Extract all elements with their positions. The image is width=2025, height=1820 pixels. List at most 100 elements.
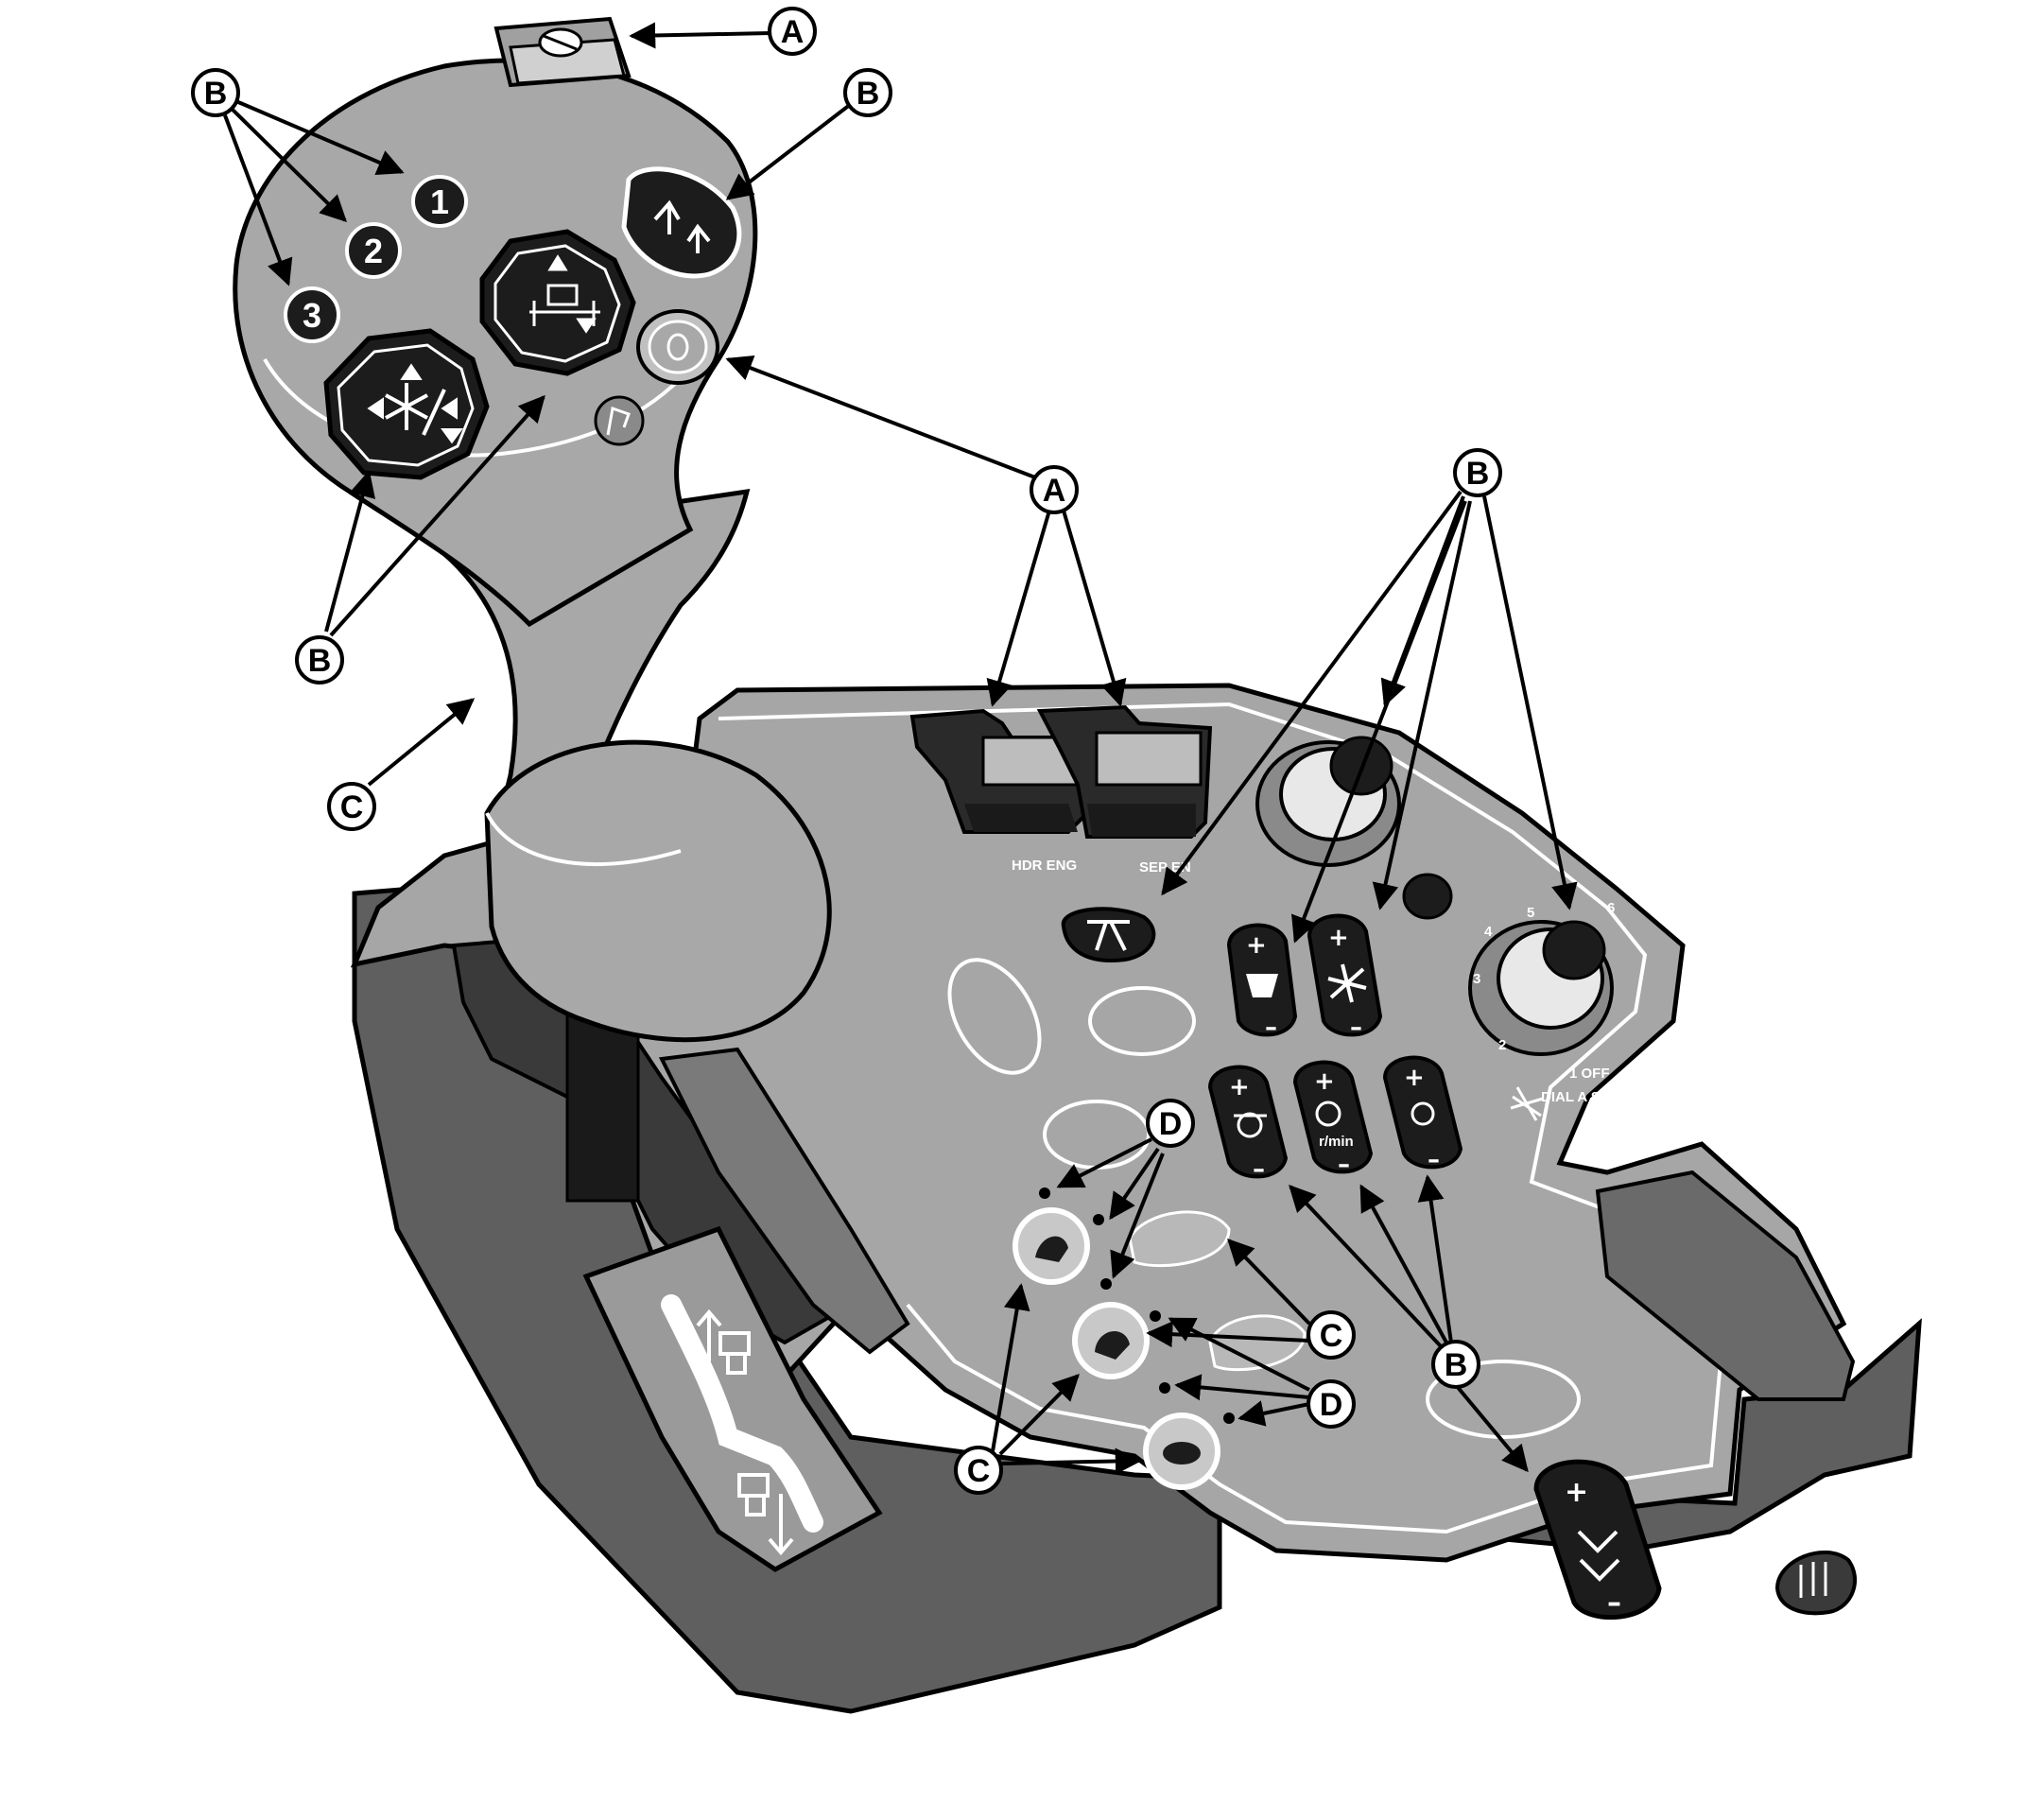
speed-dial-marks: 2 3 4 5 6 [1473,900,1615,1053]
preset-button-1-label: 1 [430,182,449,221]
rabbit-speed-button[interactable] [1012,1207,1090,1285]
svg-text:B: B [308,643,332,679]
speed-mark-3: 3 [1473,971,1480,987]
callout-leaders [223,22,1578,1475]
callout-c-right: C [1307,1310,1356,1360]
concave-minus: – [1253,1155,1265,1184]
svg-text:B: B [1466,456,1490,492]
header-engage-label: HDR ENG [1012,858,1077,874]
dial-speed-icon [1510,1086,1544,1121]
svg-text:C: C [340,789,364,825]
engine-speed-rocker[interactable]: + – r/min [1292,1060,1374,1179]
callout-b-top-left: B [191,68,240,117]
reel-height-plus: + [1246,931,1267,960]
svg-text:A: A [781,14,805,50]
hydro-speed-icon [1577,1530,1620,1582]
engine-speed-icon [1315,1101,1341,1127]
fan-speed-minus: – [1350,1014,1362,1042]
turtle-speed-button[interactable] [1143,1413,1220,1490]
fan-speed-plus: + [1328,924,1349,952]
reel-height-minus: – [1265,1014,1277,1042]
preset-button-3-label: 3 [303,296,321,335]
forward-range-indicator-1 [1128,1210,1231,1268]
fan-icon [1327,963,1367,1003]
callout-a-top: A [768,7,817,56]
rabbit-icon [1035,1236,1068,1262]
separator-engage-switch[interactable] [1036,704,1213,839]
shift-slot-channel [658,1047,910,1355]
preset-button-1[interactable]: 1 [411,175,468,228]
reel-position-button[interactable] [621,166,742,279]
dial-a-speed-label: DIAL A SPEED [1541,1089,1639,1105]
rotor-speed-icon [1411,1101,1435,1126]
concave-rocker[interactable]: + – [1207,1065,1289,1184]
indicator-light-1 [1039,1187,1050,1199]
callout-a-center: A [1030,465,1079,514]
fan-speed-icon [367,363,463,444]
callout-c-bottom-left: C [954,1446,1003,1495]
armrest-recess [1595,1170,1856,1401]
concave-icon [1234,1112,1267,1138]
header-height-icon [529,254,600,334]
header-tilt-icon [1087,920,1130,951]
reel-position-icon [653,199,711,253]
medium-speed-button[interactable] [1072,1302,1150,1379]
indicator-light-5 [1159,1382,1170,1394]
indicator-light-4 [1150,1310,1161,1322]
reel-height-rocker[interactable]: + – [1226,923,1298,1042]
shift-down-arrow-icon [737,1473,794,1556]
speed-mark-6: 6 [1607,900,1615,916]
forward-range-indicator-2 [1208,1314,1307,1372]
svg-text:B: B [857,76,880,112]
corner-dial[interactable] [1774,1550,1858,1616]
preset-button-2[interactable]: 2 [345,222,402,279]
concave-plus: + [1229,1073,1250,1101]
rotor-speed-rocker[interactable]: + – [1382,1055,1463,1174]
svg-text:D: D [1320,1387,1343,1423]
svg-text:B: B [204,76,228,112]
speed-mark-2: 2 [1498,1037,1506,1053]
callout-b-left: B [295,635,344,685]
svg-text:C: C [1320,1318,1343,1354]
svg-text:C: C [967,1453,991,1489]
dial-a-speed-knob[interactable] [1468,920,1614,1056]
shift-button[interactable] [636,309,719,385]
medium-speed-icon [1095,1331,1130,1360]
unload-auger-button[interactable] [594,395,645,446]
reel-icon [1246,974,1278,997]
engine-speed-plus: + [1314,1067,1335,1096]
indicator-light-2 [1093,1214,1104,1225]
callout-c-left: C [327,782,376,831]
shift-pattern-track [661,1294,823,1533]
shift-button-icon [666,333,689,361]
control-handle[interactable]: 1 2 3 [233,16,832,1043]
hydro-speed-plus: + [1565,1476,1588,1509]
shift-up-arrow-icon [696,1309,751,1375]
rotor-speed-plus: + [1404,1064,1425,1092]
top-trigger-switch[interactable] [493,16,632,88]
svg-text:A: A [1043,473,1066,509]
preset-button-3[interactable]: 3 [284,286,340,343]
callout-d-right: D [1307,1379,1356,1429]
header-tilt-button[interactable] [1061,907,1156,962]
indicator-light-3 [1100,1278,1112,1290]
reel-speed-switch[interactable] [323,328,490,480]
indicator-light-6 [1223,1413,1235,1424]
handle-base [484,739,832,1043]
preset-button-2-label: 2 [364,232,383,270]
callout-b-top-right: B [843,68,892,117]
hydro-speed-rocker[interactable]: + – [1533,1459,1662,1621]
hydro-speed-minus: – [1607,1586,1621,1620]
trigger-switch-icon [538,27,583,58]
off-position-label: 1 OFF [1569,1066,1610,1082]
callout-labels: A B B A B C B D [191,7,1502,1495]
callout-b-lower-right: B [1431,1340,1480,1389]
speed-mark-4: 4 [1484,924,1493,940]
callout-d-top: D [1146,1099,1195,1148]
header-height-switch[interactable] [479,229,636,376]
engine-speed-minus: – [1338,1151,1350,1179]
blank-switch-pad-2 [1088,986,1196,1056]
fan-speed-rocker[interactable]: + – [1307,913,1383,1042]
callout-b-right-top: B [1453,448,1502,497]
indicator-button[interactable] [1402,873,1453,920]
